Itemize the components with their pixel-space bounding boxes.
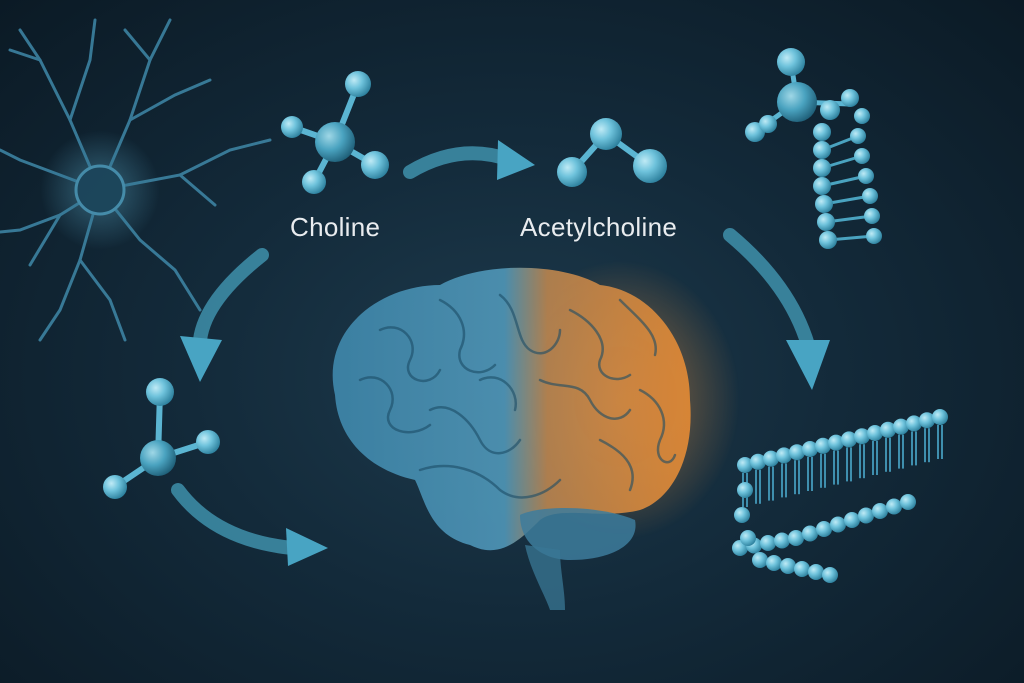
lipid-head xyxy=(893,418,909,435)
arrow-molecule-to-brain xyxy=(171,483,299,555)
lipid-head xyxy=(886,498,902,515)
lipid-head xyxy=(932,409,948,425)
lipid-bilayer-icon xyxy=(732,409,948,583)
lipid-head xyxy=(919,412,935,429)
lipid-head xyxy=(752,552,768,568)
lipid-head xyxy=(737,457,753,473)
lipid-head xyxy=(802,441,818,457)
lipid-head xyxy=(794,561,810,577)
lipid-head xyxy=(780,558,796,574)
lipid-head xyxy=(822,567,838,583)
lipid-head xyxy=(830,516,846,533)
cycle-arrows xyxy=(171,140,830,566)
lipid-head xyxy=(760,535,776,551)
lipid-head xyxy=(808,564,824,580)
cerebellum xyxy=(520,508,636,560)
lipid-head xyxy=(789,444,805,461)
lipid-head xyxy=(867,425,883,441)
choline-label: Choline xyxy=(290,212,381,242)
lipid-head xyxy=(816,521,832,537)
dna-helix-icon xyxy=(745,48,882,249)
lipid-head xyxy=(776,447,792,464)
lipid-head xyxy=(763,450,779,467)
arrow-choline-to-molecule xyxy=(193,248,269,347)
lipid-head xyxy=(740,530,756,546)
arrow-acetylcholine-to-membrane xyxy=(723,228,815,352)
lipid-head xyxy=(766,555,782,571)
lipid-head xyxy=(734,507,750,523)
lipid-head xyxy=(802,525,818,542)
lipid-head xyxy=(844,512,860,528)
lipid-head xyxy=(750,453,766,470)
lipid-head xyxy=(737,482,753,498)
lipid-head xyxy=(880,421,896,438)
brain-stem xyxy=(525,545,565,610)
lipid-head xyxy=(906,415,922,432)
lipid-head xyxy=(841,431,857,448)
choline-molecule-icon xyxy=(281,71,389,194)
arrow-choline-to-acetylcholine xyxy=(403,146,517,179)
brain-icon xyxy=(332,260,740,610)
acetylcholine-label: Acetylcholine xyxy=(520,212,678,242)
lipid-head xyxy=(900,494,916,510)
lipid-head xyxy=(774,532,790,549)
neuron-icon xyxy=(0,18,272,342)
lipid-head xyxy=(788,530,804,546)
lipid-head xyxy=(858,507,874,524)
lipid-head xyxy=(828,434,844,451)
lipid-head xyxy=(815,437,831,454)
lipid-head xyxy=(872,503,888,519)
lipid-head xyxy=(854,428,870,445)
choline-left-molecule-icon xyxy=(103,378,220,499)
acetylcholine-molecule-icon xyxy=(557,118,667,187)
